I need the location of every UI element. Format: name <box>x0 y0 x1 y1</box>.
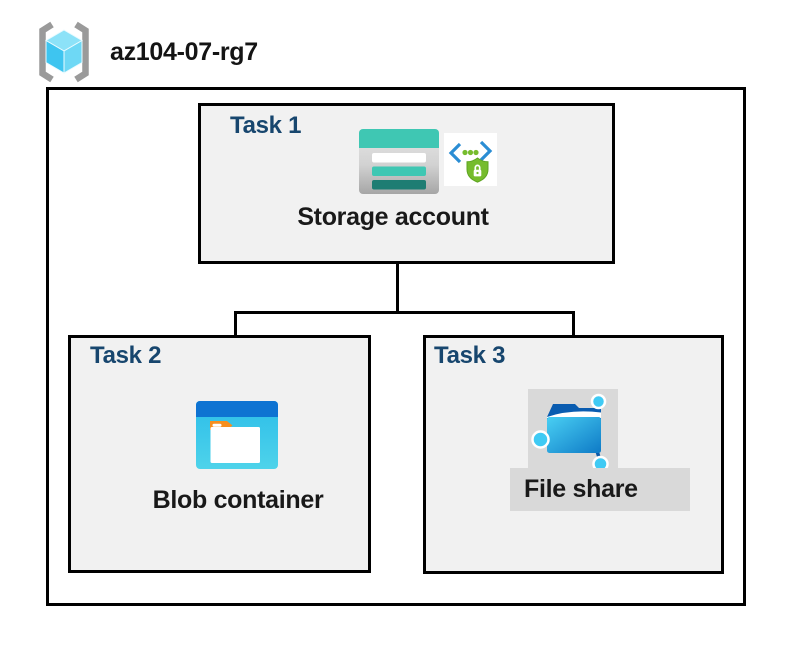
file-share-icon <box>531 393 609 471</box>
task2-heading: Task 2 <box>90 342 162 369</box>
task1-box: Task 1 <box>198 103 615 264</box>
task3-heading: Task 3 <box>434 342 506 369</box>
storage-account-label: Storage account <box>297 203 489 231</box>
storage-account-icon <box>359 129 439 194</box>
connector-storage-down <box>396 236 399 312</box>
blob-container-label: Blob container <box>152 486 324 514</box>
resource-group-icon <box>39 21 89 83</box>
task2-box: Task 2 Blob container <box>68 335 371 573</box>
file-share-label-highlight: File share <box>510 468 690 511</box>
task3-box: Task 3 File share <box>423 335 724 574</box>
secure-endpoint-icon <box>444 133 497 186</box>
file-share-label: File share <box>524 475 638 503</box>
blob-container-icon <box>196 401 278 469</box>
task1-heading: Task 1 <box>230 112 302 139</box>
resource-group-name: az104-07-rg7 <box>110 38 258 66</box>
connector-horizontal <box>234 311 575 314</box>
